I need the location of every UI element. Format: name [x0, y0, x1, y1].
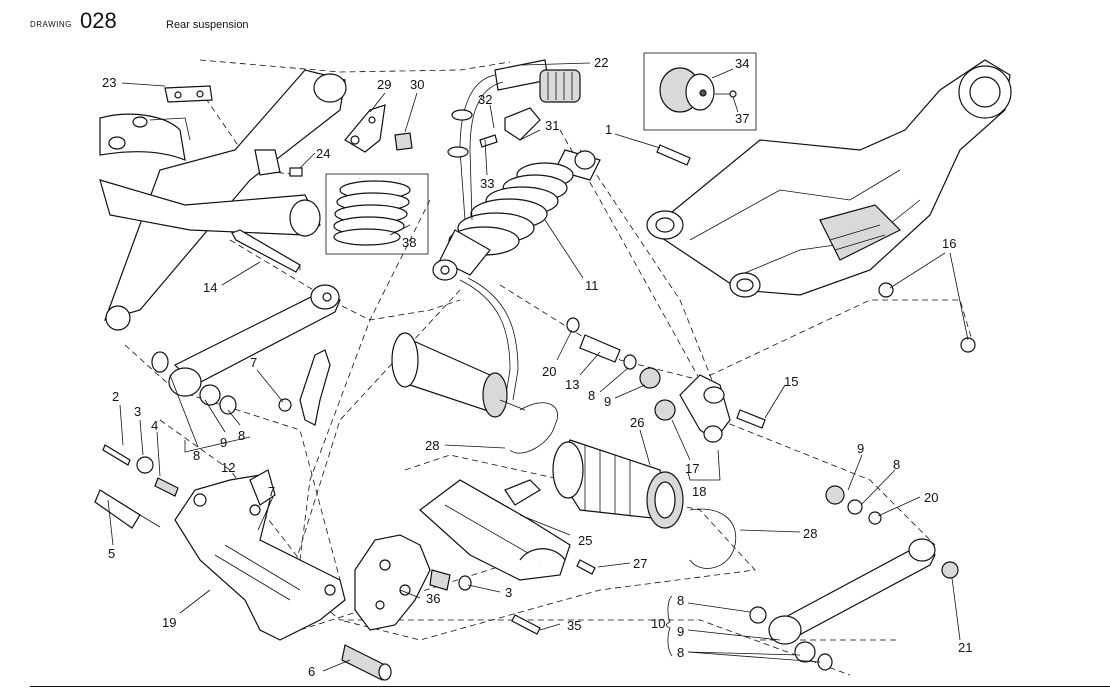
callout-9a: 9 [604, 394, 611, 409]
callout-16: 16 [942, 236, 956, 251]
drawing-label: DRAWING [30, 20, 72, 29]
callout-27: 27 [633, 556, 647, 571]
callout-20a: 20 [542, 364, 556, 379]
preload-adjuster [447, 59, 581, 401]
callout-21: 21 [958, 640, 972, 655]
callout-9d: 9 [677, 624, 684, 639]
callout-11: 11 [585, 278, 599, 293]
drawing-title: Rear suspension [166, 19, 249, 31]
footpeg-bracket-19 [174, 469, 346, 641]
callout-13: 13 [565, 377, 579, 392]
callout-7b: 7 [268, 484, 275, 499]
callout-34: 34 [735, 56, 749, 71]
callout-9b: 9 [220, 435, 227, 450]
linkage-rod [151, 229, 341, 415]
callout-9c: 9 [857, 441, 864, 456]
bottom-rule [30, 686, 1110, 687]
callout-37: 37 [735, 111, 749, 126]
callout-20b: 20 [924, 490, 938, 505]
rear-shock-absorber [432, 149, 601, 281]
callout-1: 1 [605, 122, 612, 137]
callout-17: 17 [685, 461, 699, 476]
callout-30: 30 [410, 77, 424, 92]
callout-7: 7 [250, 355, 257, 370]
spring-box [325, 173, 429, 255]
callout-4: 4 [151, 418, 158, 433]
callout-33: 33 [480, 176, 494, 191]
bracket-29 [289, 104, 413, 177]
callout-22: 22 [594, 55, 608, 70]
rocker-17 [654, 374, 766, 443]
misc-screws [479, 107, 976, 353]
callout-10: 10 [651, 616, 665, 631]
callout-8c: 8 [238, 428, 245, 443]
pin-6 [341, 644, 392, 681]
callout-15: 15 [784, 374, 798, 389]
callout-31: 31 [545, 118, 559, 133]
callout-36: 36 [426, 591, 440, 606]
adjuster-knob-box [643, 52, 757, 131]
leader-lines [107, 62, 969, 672]
callout-8a: 8 [588, 388, 595, 403]
callout-2: 2 [112, 389, 119, 404]
callout-28a: 28 [425, 438, 439, 453]
callout-24: 24 [316, 146, 330, 161]
drawing-number: 028 [80, 8, 117, 33]
callout-6: 6 [308, 664, 315, 679]
callout-23: 23 [102, 75, 116, 90]
callout-26: 26 [630, 415, 644, 430]
callout-28b: 28 [803, 526, 817, 541]
callout-3b: 3 [505, 585, 512, 600]
bracket-36 [354, 534, 541, 635]
bracket-7 [278, 349, 331, 426]
callout-25: 25 [578, 533, 592, 548]
callout-8b: 8 [193, 448, 200, 463]
callout-19: 19 [162, 615, 176, 630]
lower-linkage [749, 485, 959, 671]
callout-8e: 8 [677, 593, 684, 608]
reservoir-body [391, 332, 526, 418]
callout-35: 35 [567, 618, 581, 633]
reservoir-26 [552, 439, 684, 529]
callout-38: 38 [402, 235, 416, 250]
left-bolts [94, 444, 179, 529]
callout-12: 12 [221, 460, 235, 475]
frame-structure [99, 69, 347, 331]
callout-18: 18 [692, 484, 706, 499]
callout-labels: 23 29 30 24 22 32 31 33 34 37 1 38 11 14… [102, 55, 972, 679]
callout-3: 3 [134, 404, 141, 419]
heat-shield-25 [419, 479, 596, 581]
center-pins [566, 317, 661, 389]
callout-14: 14 [203, 280, 217, 295]
callout-8d: 8 [893, 457, 900, 472]
callout-5: 5 [108, 546, 115, 561]
clamp-28 [509, 402, 737, 569]
callout-32: 32 [478, 92, 492, 107]
callout-8f: 8 [677, 645, 684, 660]
callout-29: 29 [377, 77, 391, 92]
swingarm [646, 59, 1012, 298]
